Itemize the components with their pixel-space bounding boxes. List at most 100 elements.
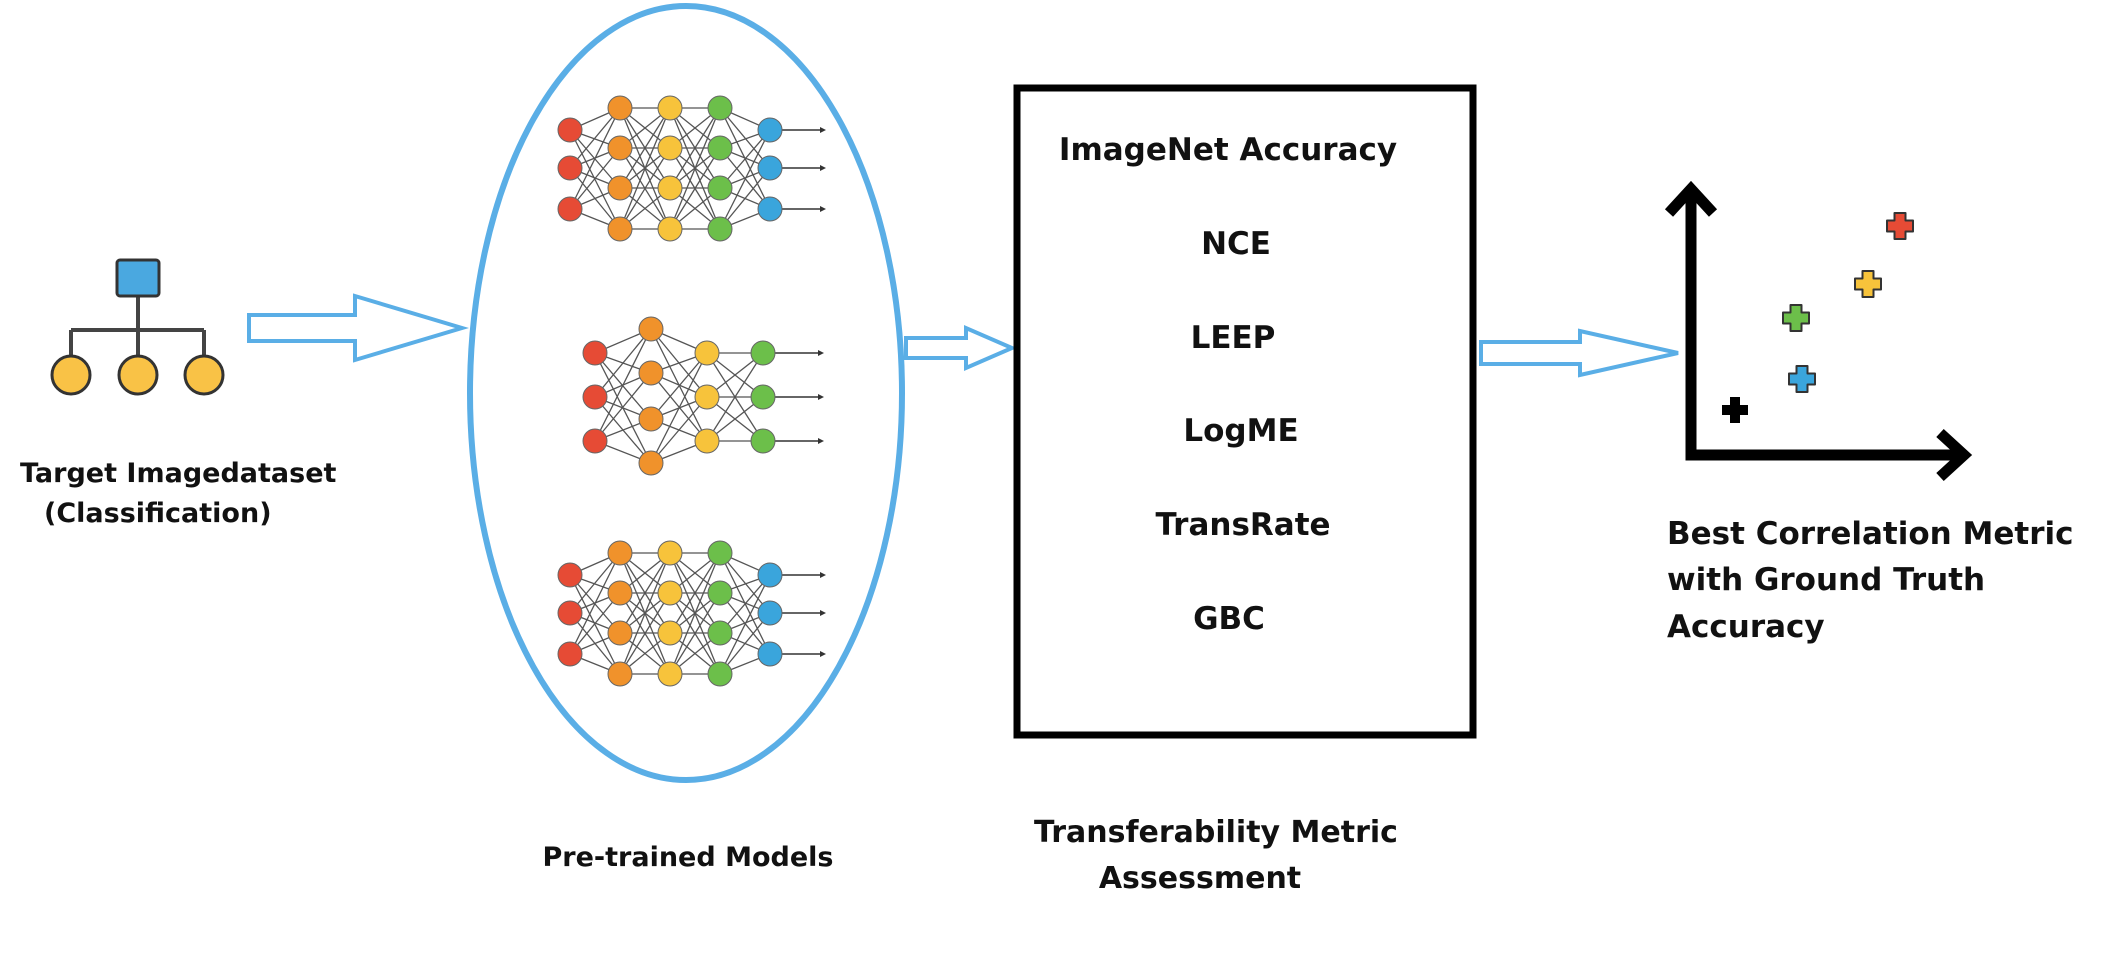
network-edge bbox=[569, 592, 621, 655]
network-node bbox=[657, 216, 683, 242]
network-node bbox=[582, 384, 608, 410]
network-node bbox=[757, 117, 783, 143]
network-node bbox=[582, 340, 608, 366]
network-edge bbox=[619, 107, 671, 230]
network-output-arrow bbox=[820, 572, 826, 578]
network-edge bbox=[594, 328, 652, 442]
network-edge bbox=[594, 328, 652, 398]
network-edge bbox=[619, 107, 671, 189]
network-node bbox=[750, 428, 776, 454]
target-title: Target Imagedataset bbox=[20, 458, 337, 489]
network-node bbox=[657, 580, 683, 606]
network-output-arrow bbox=[818, 394, 824, 400]
network-node bbox=[750, 340, 776, 366]
network-node bbox=[707, 620, 733, 646]
network-node bbox=[707, 661, 733, 687]
network-node bbox=[707, 135, 733, 161]
network-node bbox=[694, 340, 720, 366]
network-node bbox=[557, 155, 583, 181]
network-edge bbox=[719, 129, 771, 230]
network-node bbox=[638, 406, 664, 432]
network-edge bbox=[650, 352, 708, 464]
hierarchy-icon bbox=[50, 258, 225, 396]
network-node bbox=[607, 620, 633, 646]
network-node bbox=[657, 135, 683, 161]
network-edge bbox=[669, 107, 721, 189]
network-node bbox=[607, 135, 633, 161]
network-node bbox=[557, 600, 583, 626]
metric-nce: NCE bbox=[1201, 226, 1271, 262]
scatter-point bbox=[1886, 212, 1914, 240]
network-node bbox=[607, 661, 633, 687]
network-node bbox=[657, 661, 683, 687]
metric-transrate: TransRate bbox=[1155, 507, 1330, 543]
metric-leep: LEEP bbox=[1191, 320, 1276, 356]
scatter-point bbox=[1782, 304, 1810, 332]
network-edge bbox=[706, 352, 764, 442]
network-edge bbox=[650, 396, 708, 464]
arrow-right-1 bbox=[247, 293, 469, 363]
scatter-point bbox=[1854, 270, 1882, 298]
metrics-label: Transferability Metric bbox=[1034, 815, 1398, 850]
network-node bbox=[557, 562, 583, 588]
network-edge bbox=[569, 552, 621, 655]
network-node bbox=[750, 384, 776, 410]
arrow-right-3 bbox=[1479, 328, 1679, 378]
network-node bbox=[694, 384, 720, 410]
target-subtitle: (Classification) bbox=[44, 498, 272, 529]
network-edge bbox=[569, 147, 621, 210]
metrics-box bbox=[1013, 84, 1477, 739]
network-edge bbox=[719, 574, 771, 675]
network-node bbox=[657, 175, 683, 201]
network-edge bbox=[719, 107, 771, 169]
network-node bbox=[694, 428, 720, 454]
network-edge bbox=[650, 352, 708, 420]
result-line-1: Best Correlation Metric bbox=[1667, 516, 2074, 552]
network-edge bbox=[669, 147, 721, 230]
network-output-arrow bbox=[818, 438, 824, 444]
network-edge bbox=[719, 129, 771, 189]
network-node bbox=[607, 540, 633, 566]
network-edge bbox=[619, 552, 671, 634]
network-edge bbox=[719, 167, 771, 230]
network-node bbox=[757, 155, 783, 181]
network-edge bbox=[669, 107, 721, 230]
network-node bbox=[607, 216, 633, 242]
network-node bbox=[582, 428, 608, 454]
network-node bbox=[557, 117, 583, 143]
network-node bbox=[707, 216, 733, 242]
result-line-3: Accuracy bbox=[1667, 609, 1825, 645]
scatter-point bbox=[1730, 397, 1740, 423]
arrow-right-2 bbox=[904, 324, 1018, 372]
network-node bbox=[638, 316, 664, 342]
network-node bbox=[757, 196, 783, 222]
scatter-point bbox=[1788, 365, 1816, 393]
network-output-arrow bbox=[820, 127, 826, 133]
network-output-arrow bbox=[820, 165, 826, 171]
network-edge bbox=[619, 552, 671, 675]
network-edge bbox=[719, 612, 771, 675]
metric-logme: LogME bbox=[1183, 413, 1298, 449]
network-node bbox=[638, 360, 664, 386]
network-node bbox=[638, 450, 664, 476]
network-output-arrow bbox=[820, 610, 826, 616]
network-edge bbox=[719, 552, 771, 614]
neural-network-icon bbox=[557, 95, 826, 687]
network-node bbox=[757, 641, 783, 667]
network-edge bbox=[619, 147, 671, 230]
network-node bbox=[757, 562, 783, 588]
network-edge bbox=[669, 552, 721, 675]
network-node bbox=[757, 600, 783, 626]
network-edge bbox=[669, 552, 721, 634]
network-node bbox=[607, 580, 633, 606]
network-node bbox=[557, 196, 583, 222]
network-node bbox=[607, 175, 633, 201]
network-edge bbox=[669, 592, 721, 675]
network-node bbox=[707, 95, 733, 121]
metrics-label-2: Assessment bbox=[1099, 861, 1301, 896]
network-node bbox=[557, 641, 583, 667]
network-edge bbox=[594, 372, 652, 442]
network-output-arrow bbox=[820, 651, 826, 657]
metric-imagenet-accuracy: ImageNet Accuracy bbox=[1059, 132, 1397, 168]
network-edge bbox=[719, 574, 771, 634]
